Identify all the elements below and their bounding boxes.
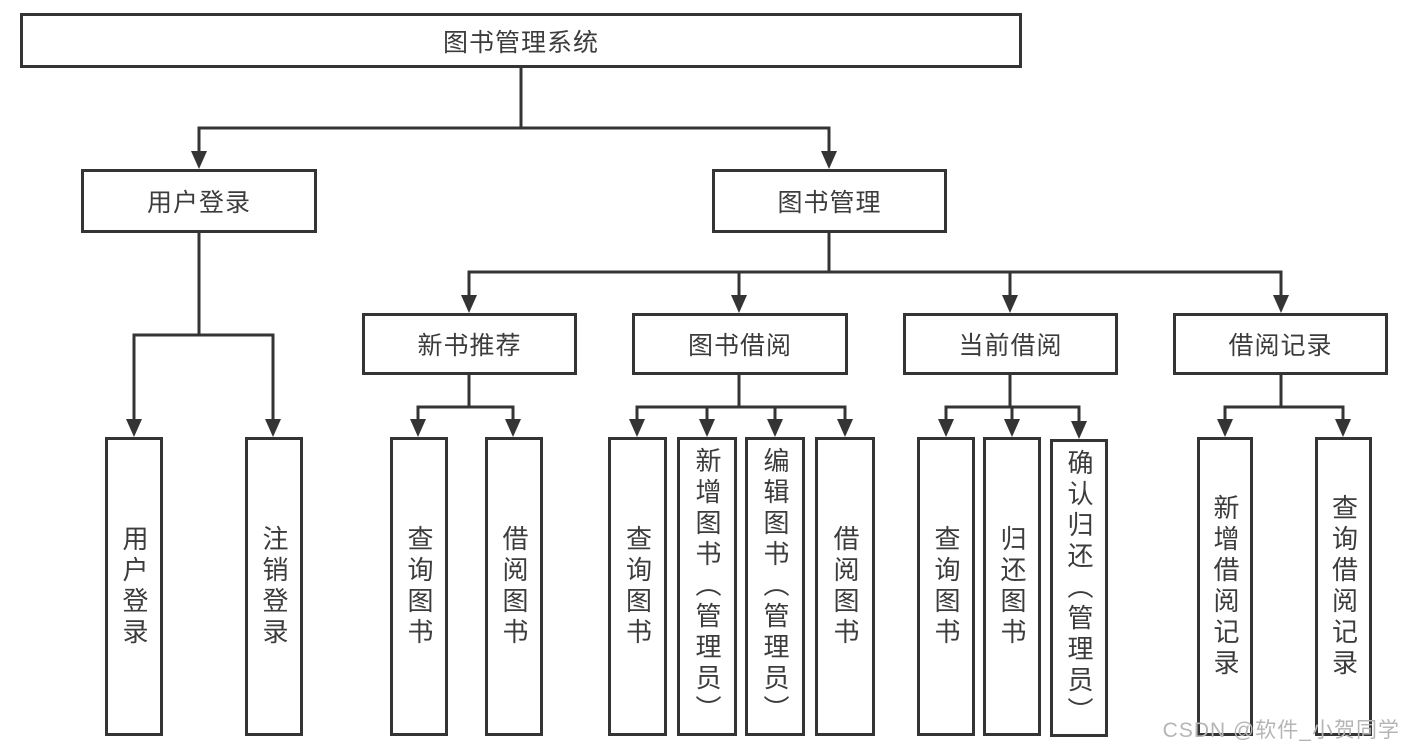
leaf-logout: 注销登录 (245, 437, 303, 736)
leaf-borrow-books-recommend: 借阅图书 (485, 437, 543, 736)
leaf-query-borrow-record: 查询借阅记录 (1315, 437, 1372, 736)
node-book-management: 图书管理 (712, 169, 947, 233)
leaf-add-borrow-record: 新增借阅记录 (1197, 437, 1253, 736)
leaf-query-books-current: 查询图书 (917, 437, 975, 736)
node-system-root: 图书管理系统 (20, 13, 1022, 68)
leaf-query-books-recommend: 查询图书 (390, 437, 448, 736)
leaf-user-login: 用户登录 (105, 437, 163, 736)
leaf-add-book-admin: 新增图书（管理员） (677, 437, 737, 736)
node-borrow-records: 借阅记录 (1173, 313, 1388, 375)
node-current-borrow: 当前借阅 (903, 313, 1118, 375)
leaf-borrow-books: 借阅图书 (815, 437, 875, 736)
leaf-return-book: 归还图书 (983, 437, 1041, 736)
leaf-edit-book-admin: 编辑图书（管理员） (745, 437, 805, 736)
node-book-borrow: 图书借阅 (632, 313, 848, 375)
node-new-book-recommend: 新书推荐 (362, 313, 577, 375)
node-user-login: 用户登录 (81, 169, 317, 233)
leaf-query-books-borrow: 查询图书 (608, 437, 667, 736)
leaf-confirm-return-admin: 确认归还（管理员） (1050, 439, 1108, 737)
